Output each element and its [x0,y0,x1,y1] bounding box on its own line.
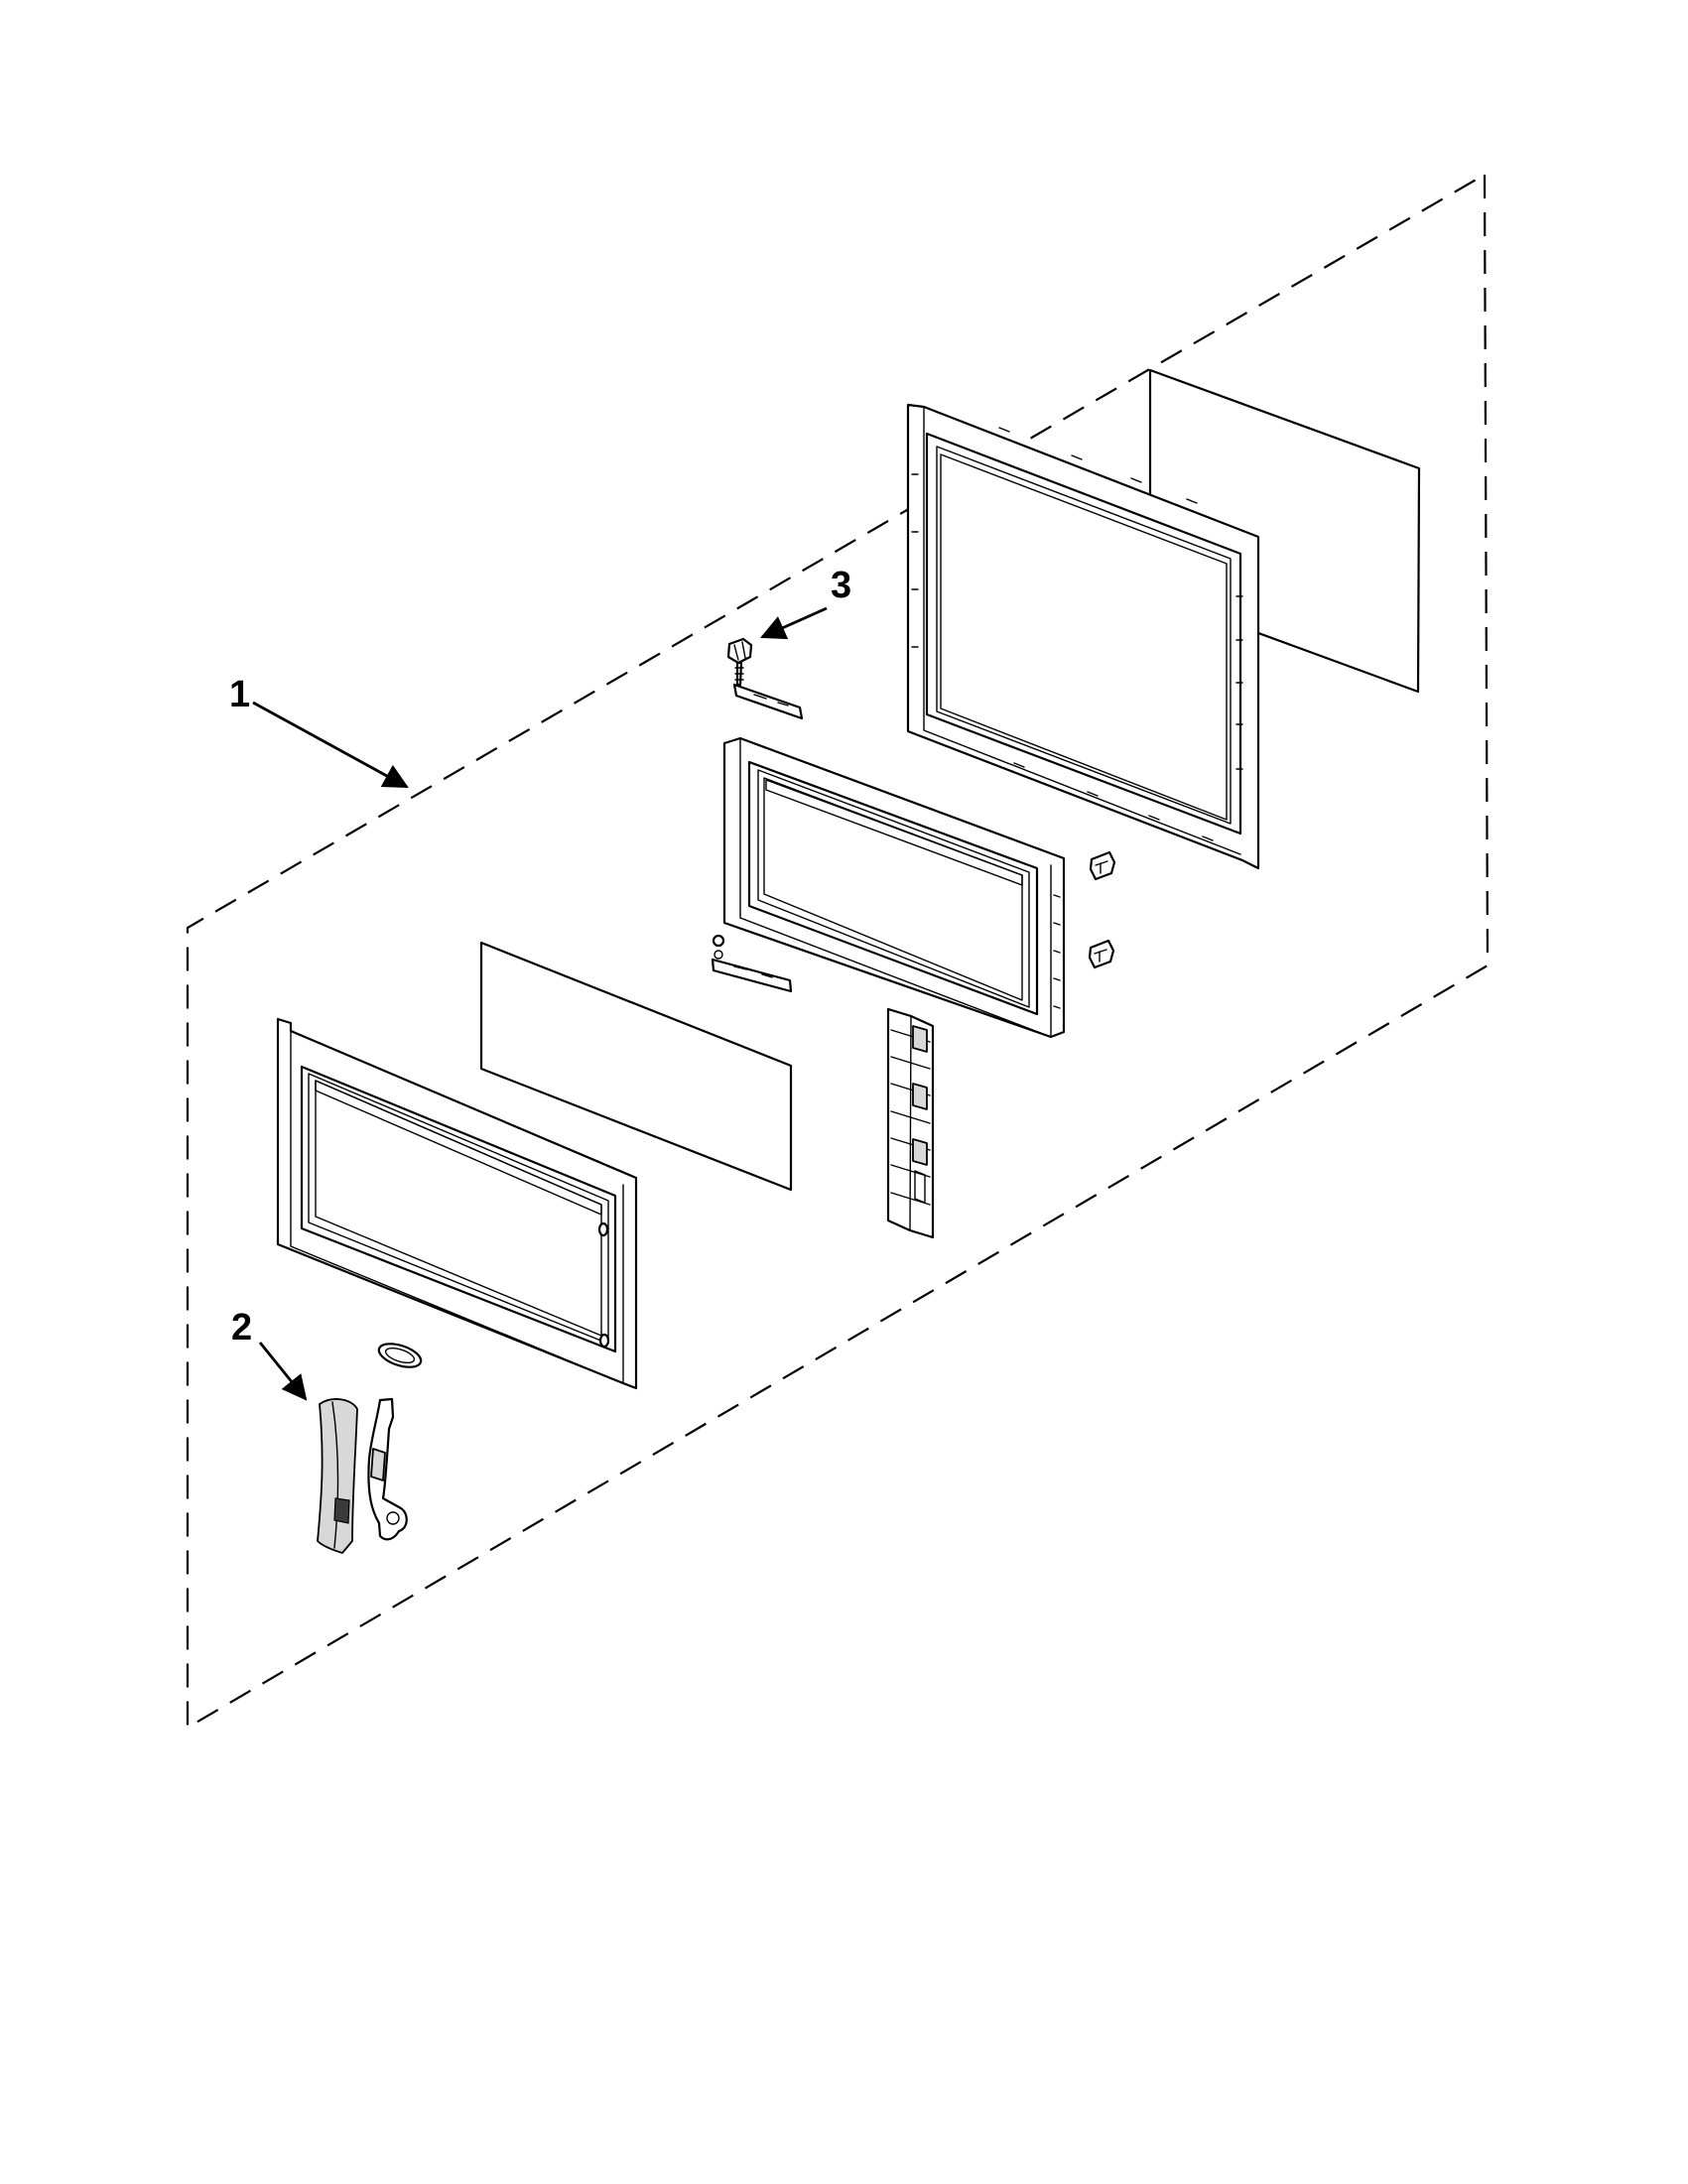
upper-hinge-bracket [732,683,804,720]
door-choke-frame [906,403,1260,870]
front-glass-panel [479,941,793,1192]
outer-door-panel [276,1017,638,1390]
lower-hinge-screw [712,934,725,960]
lower-hinge-bracket [711,958,793,993]
callout-1-label: 1 [229,674,250,715]
callout-2-leader [258,1342,308,1401]
door-hinge-screw [726,637,753,687]
callout-3-leader [760,606,828,640]
callout-1-leader [252,701,409,789]
inner-door-frame [722,736,1066,1039]
door-handle [317,1398,358,1554]
callout-2-label: 2 [231,1307,252,1349]
assembly-boundary [186,173,1490,1730]
door-latch-assembly [886,1007,935,1239]
upper-latch-hook [1089,850,1116,881]
handle-mounting-bracket [367,1397,408,1541]
callout-3-label: 3 [831,565,851,606]
logo-badge [377,1343,423,1368]
lower-latch-hook [1088,939,1115,969]
